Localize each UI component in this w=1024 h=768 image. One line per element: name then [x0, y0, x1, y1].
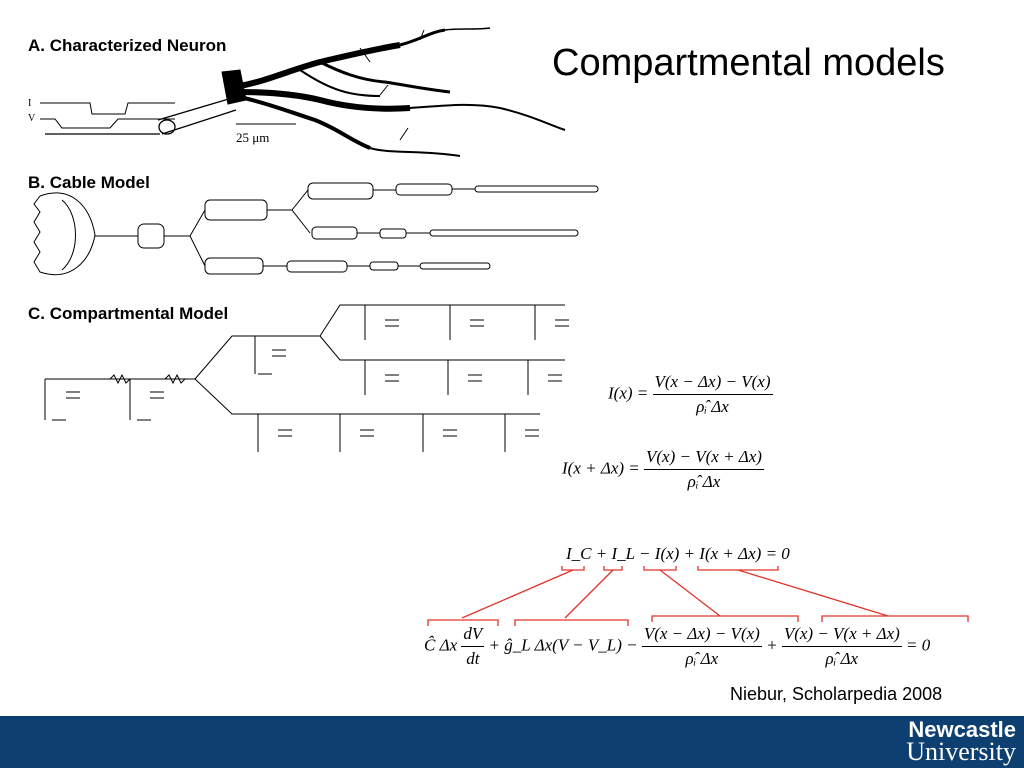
eq-sum-eq0: = 0 — [761, 544, 790, 563]
eq-sum-plus1: + — [591, 544, 612, 563]
eq-exp-fraction-1: V(x − Δx) − V(x) ρ̂ᵢ Δx — [641, 624, 762, 669]
eq-exp-dv: dV — [461, 624, 485, 647]
eq-sum-ix: I(x) — [654, 544, 680, 563]
eq-exp-f2-denominator: ρ̂ᵢ Δx — [825, 649, 859, 668]
rc-unit-2 — [129, 379, 164, 421]
electrode — [45, 97, 237, 135]
slide-title: Compartmental models — [552, 42, 945, 84]
neuron-morphology — [221, 27, 566, 157]
eq-exp-eq0: = 0 — [901, 635, 931, 655]
scale-bar-label: 25 μm — [236, 130, 269, 145]
eq-ixdx-fraction: V(x) − V(x + Δx) ρ̂ᵢ Δx — [644, 447, 764, 492]
eq-exp-f2-numerator: V(x) − V(x + Δx) — [781, 624, 902, 647]
cable-model — [33, 182, 599, 276]
eq-ixdx-numerator: V(x) − V(x + Δx) — [644, 447, 764, 470]
eq-exp-leak: + ĝ_L Δx(V − V_L) − — [484, 635, 642, 655]
eq-exp-plus: + — [761, 635, 782, 655]
eq-exp-f1-numerator: V(x − Δx) − V(x) — [641, 624, 762, 647]
voltage-trace-label: V — [28, 113, 36, 124]
equation-current-balance: I_C + I_L − I(x) + I(x + Δx) = 0 — [566, 544, 790, 564]
eq-ix-fraction: V(x − Δx) − V(x) ρ̂ᵢ Δx — [652, 372, 773, 417]
eq-exp-dt: dt — [466, 649, 480, 668]
compartmental-circuit — [44, 304, 569, 452]
eq-ixdx-denominator: ρ̂ᵢ Δx — [687, 472, 721, 491]
eq-sum-plus2: + — [679, 544, 700, 563]
citation: Niebur, Scholarpedia 2008 — [730, 684, 943, 704]
eq-exp-capacitance: Ĉ Δx — [424, 635, 458, 655]
university-logo-line2: University — [906, 737, 1016, 766]
eq-ixdx-lhs: I(x + Δx) = — [562, 458, 640, 478]
rc-unit-1 — [44, 379, 80, 421]
footer-bar — [0, 716, 1024, 768]
equation-expanded: Ĉ Δx dV dt + ĝ_L Δx(V − V_L) − V(x − Δx)… — [424, 624, 930, 669]
equation-current-in: I(x) = V(x − Δx) − V(x) ρ̂ᵢ Δx — [608, 372, 773, 417]
current-trace-label: I — [28, 98, 31, 109]
eq-sum-ic: I_C — [566, 544, 592, 563]
rc-units-mid — [364, 360, 562, 395]
annotation-lines — [427, 566, 969, 626]
eq-sum-ixdx: I(x + Δx) — [699, 544, 762, 563]
panel-b-label: B. Cable Model — [28, 173, 150, 192]
rc-unit-3 — [254, 336, 286, 375]
eq-exp-derivative: dV dt — [461, 624, 485, 669]
eq-exp-fraction-2: V(x) − V(x + Δx) ρ̂ᵢ Δx — [781, 624, 902, 669]
rc-units-bottom — [257, 414, 539, 452]
eq-ix-lhs: I(x) = — [608, 383, 649, 403]
panel-c-label: C. Compartmental Model — [28, 304, 229, 323]
university-logo-line1: Newcastle — [908, 717, 1016, 742]
recording-traces — [40, 102, 175, 129]
eq-sum-il: I_L — [611, 544, 635, 563]
eq-sum-minus: − — [634, 544, 655, 563]
eq-ix-denominator: ρ̂ᵢ Δx — [696, 397, 729, 416]
rc-units-top — [364, 305, 569, 340]
eq-exp-f1-denominator: ρ̂ᵢ Δx — [685, 649, 719, 668]
equation-current-out: I(x + Δx) = V(x) − V(x + Δx) ρ̂ᵢ Δx — [562, 447, 764, 492]
eq-ix-numerator: V(x − Δx) − V(x) — [652, 372, 773, 395]
panel-a-label: A. Characterized Neuron — [28, 36, 227, 55]
